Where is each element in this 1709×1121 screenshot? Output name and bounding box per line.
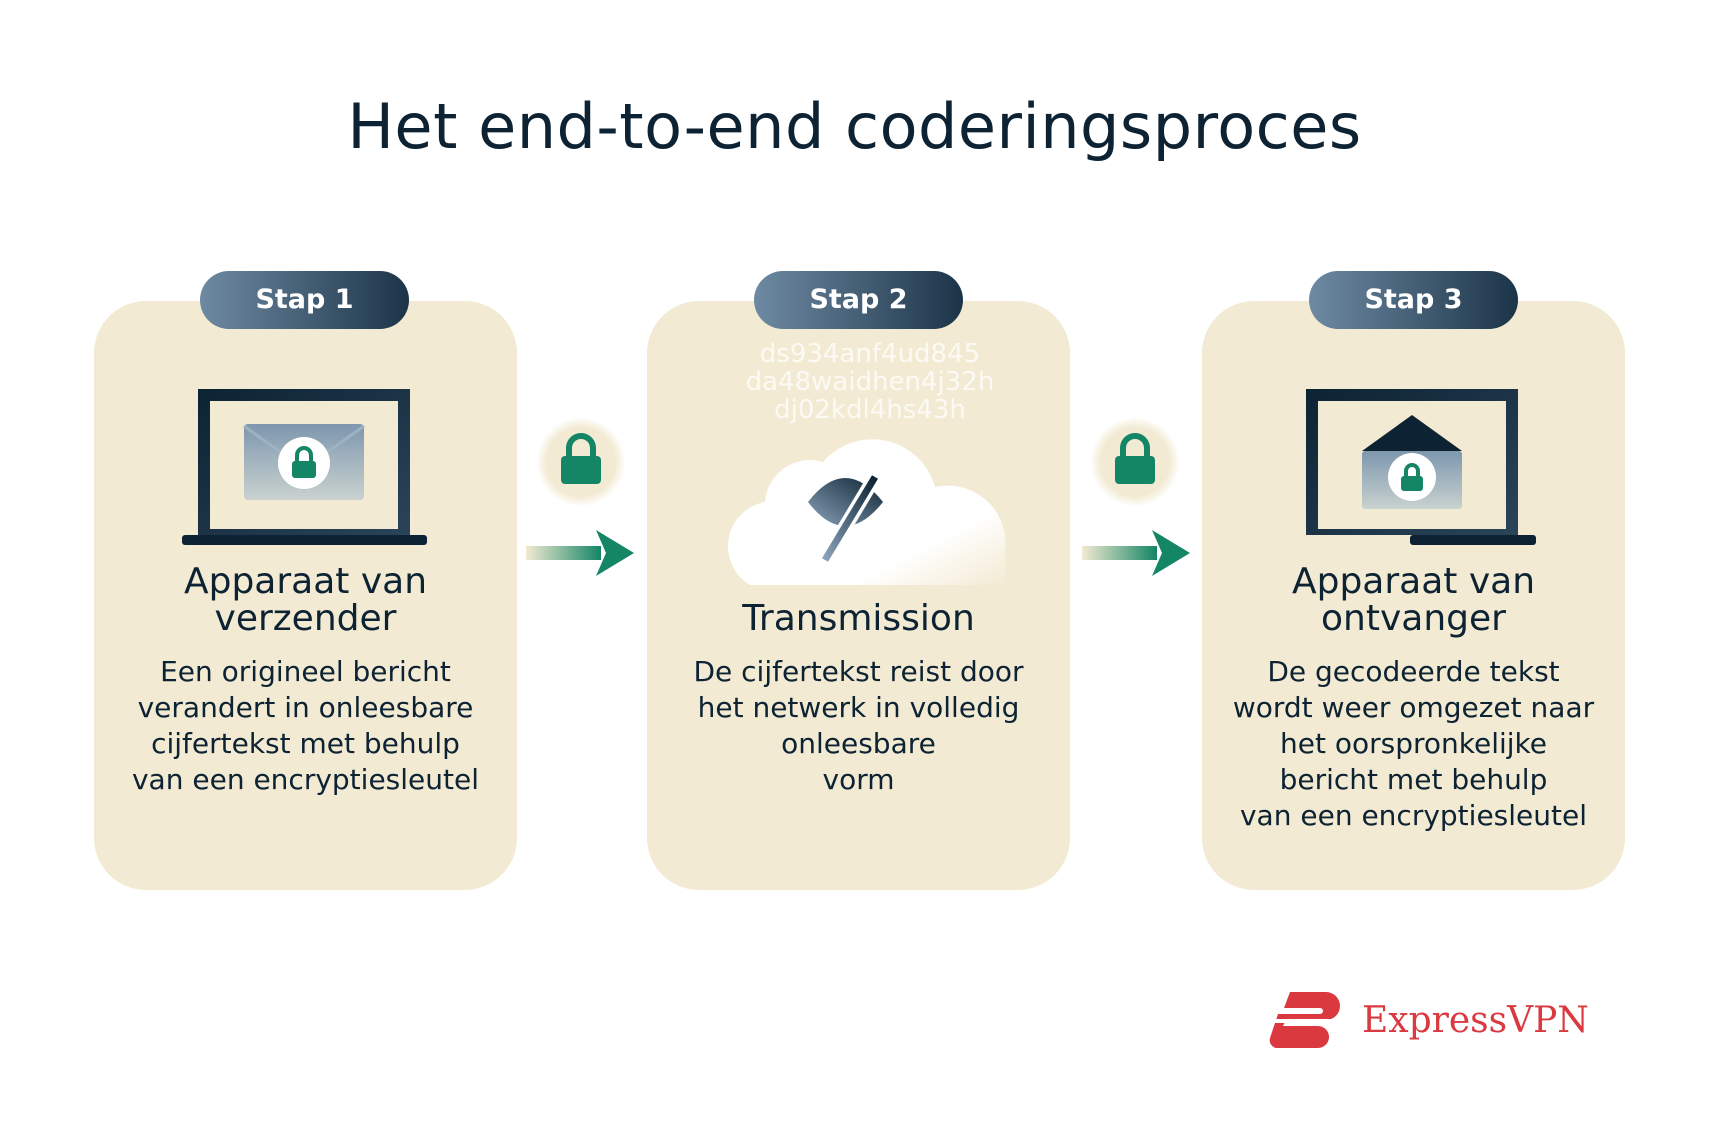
step-3-body-5: van een encryptiesleutel (1239, 799, 1587, 832)
cipher-text-3: dj02kdl4hs43h (774, 395, 966, 425)
step-2-body-2: het netwerk in volledig (697, 691, 1020, 724)
lock-icon (1115, 433, 1155, 484)
expressvpn-logo: ExpressVPN (1268, 985, 1589, 1055)
lock-badge-2 (1091, 418, 1179, 506)
step-3-badge: Stap 3 (1309, 271, 1518, 329)
step-2-body-4: vorm (822, 763, 895, 796)
lock-badge-1 (537, 418, 625, 506)
step-1-body-4: van een encryptiesleutel (131, 763, 479, 796)
step-1-body-1: Een origineel bericht (160, 655, 451, 688)
arrow-right-icon (526, 530, 634, 576)
step-1-body-2: verandert in onleesbare (137, 691, 474, 724)
step-3-card: Apparaat van ontvanger De gecodeerde tek… (1202, 301, 1625, 890)
step-1-card: Apparaat van verzender Een origineel ber… (94, 301, 517, 890)
laptop-open-envelope-lock-icon (1306, 389, 1536, 545)
step-2-heading: Transmission (742, 598, 975, 639)
step-2-body-3: onleesbare (781, 727, 936, 760)
expressvpn-logo-icon (1269, 992, 1340, 1048)
step-3-body-1: De gecodeerde tekst (1267, 655, 1560, 688)
cloud-eye-off-icon (727, 439, 1006, 585)
logo-text: ExpressVPN (1362, 999, 1589, 1041)
step-3-heading-2: ontvanger (1321, 598, 1506, 639)
step-3-heading-1: Apparaat van (1291, 561, 1536, 602)
arrow-right-icon (1082, 530, 1190, 576)
step-3-body-4: bericht met behulp (1279, 763, 1548, 796)
step-1-heading-2: verzender (214, 598, 397, 639)
page-title: Het end-to-end coderingsproces (347, 90, 1362, 163)
step-3-body-3: het oorspronkelijke (1280, 727, 1547, 760)
lock-icon (561, 433, 601, 484)
step-2-badge: Stap 2 (754, 271, 963, 329)
step-1-body-3: cijfertekst met behulp (151, 727, 460, 760)
laptop-envelope-lock-icon (182, 389, 427, 545)
step-2-body-1: De cijfertekst reist door (693, 655, 1024, 688)
step-2-card: Transmission De cijfertekst reist door h… (647, 301, 1070, 890)
step-1-badge: Stap 1 (200, 271, 409, 329)
cipher-text-1: ds934anf4ud845 (759, 339, 981, 369)
step-3-body-2: wordt weer omgezet naar (1232, 691, 1595, 724)
step-1-heading-1: Apparaat van (183, 561, 428, 602)
cipher-text-2: da48waidhen4j32h (745, 367, 995, 397)
